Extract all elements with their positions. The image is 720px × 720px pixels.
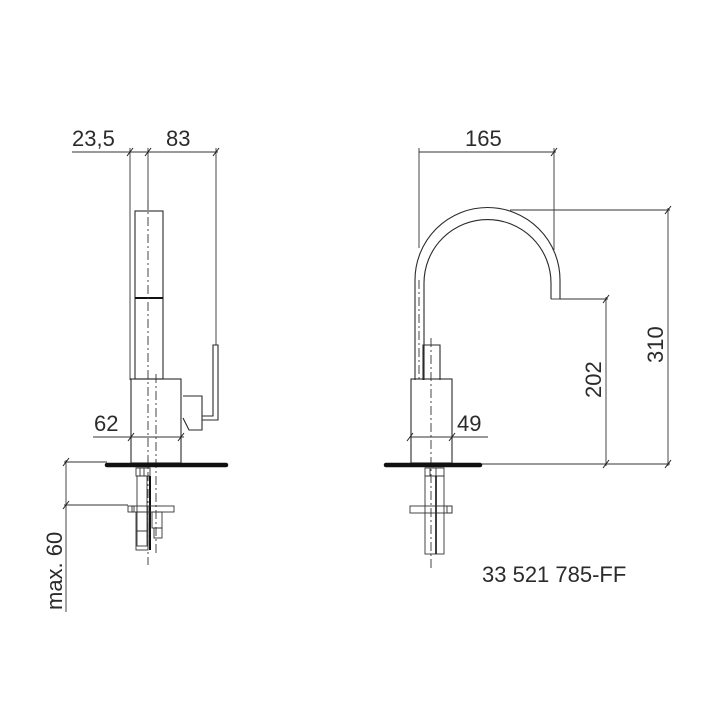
dim-49: 49	[457, 411, 481, 436]
dim-310: 310	[643, 326, 668, 363]
gooseneck-spout	[414, 207, 561, 380]
dim-heights: 202 310	[482, 205, 672, 469]
dim-body-width-side: 62	[94, 411, 118, 436]
dim-spout-offset: 23,5	[72, 126, 115, 151]
dim-165: 165	[465, 126, 502, 151]
dim-body-side: 62	[93, 411, 185, 442]
dim-202: 202	[581, 361, 606, 398]
product-code: 33 521 785-FF	[482, 562, 626, 587]
dim-max-60: max. 60	[42, 532, 67, 610]
faucet-body-front	[410, 378, 453, 464]
handle-stub	[422, 338, 441, 568]
dim-handle-reach: 83	[166, 126, 190, 151]
dim-max-thickness: max. 60	[42, 457, 128, 612]
side-view: 23,5 83 62	[42, 126, 229, 612]
front-view: 165 49	[383, 126, 672, 587]
dim-spout-reach: 165	[418, 126, 558, 250]
dim-top-side: 23,5 83	[72, 126, 220, 380]
mounting-hardware-front	[409, 467, 453, 555]
mounting-hardware-side	[127, 467, 175, 551]
dim-body-front: 49	[406, 411, 488, 442]
lever-handle	[182, 344, 219, 431]
